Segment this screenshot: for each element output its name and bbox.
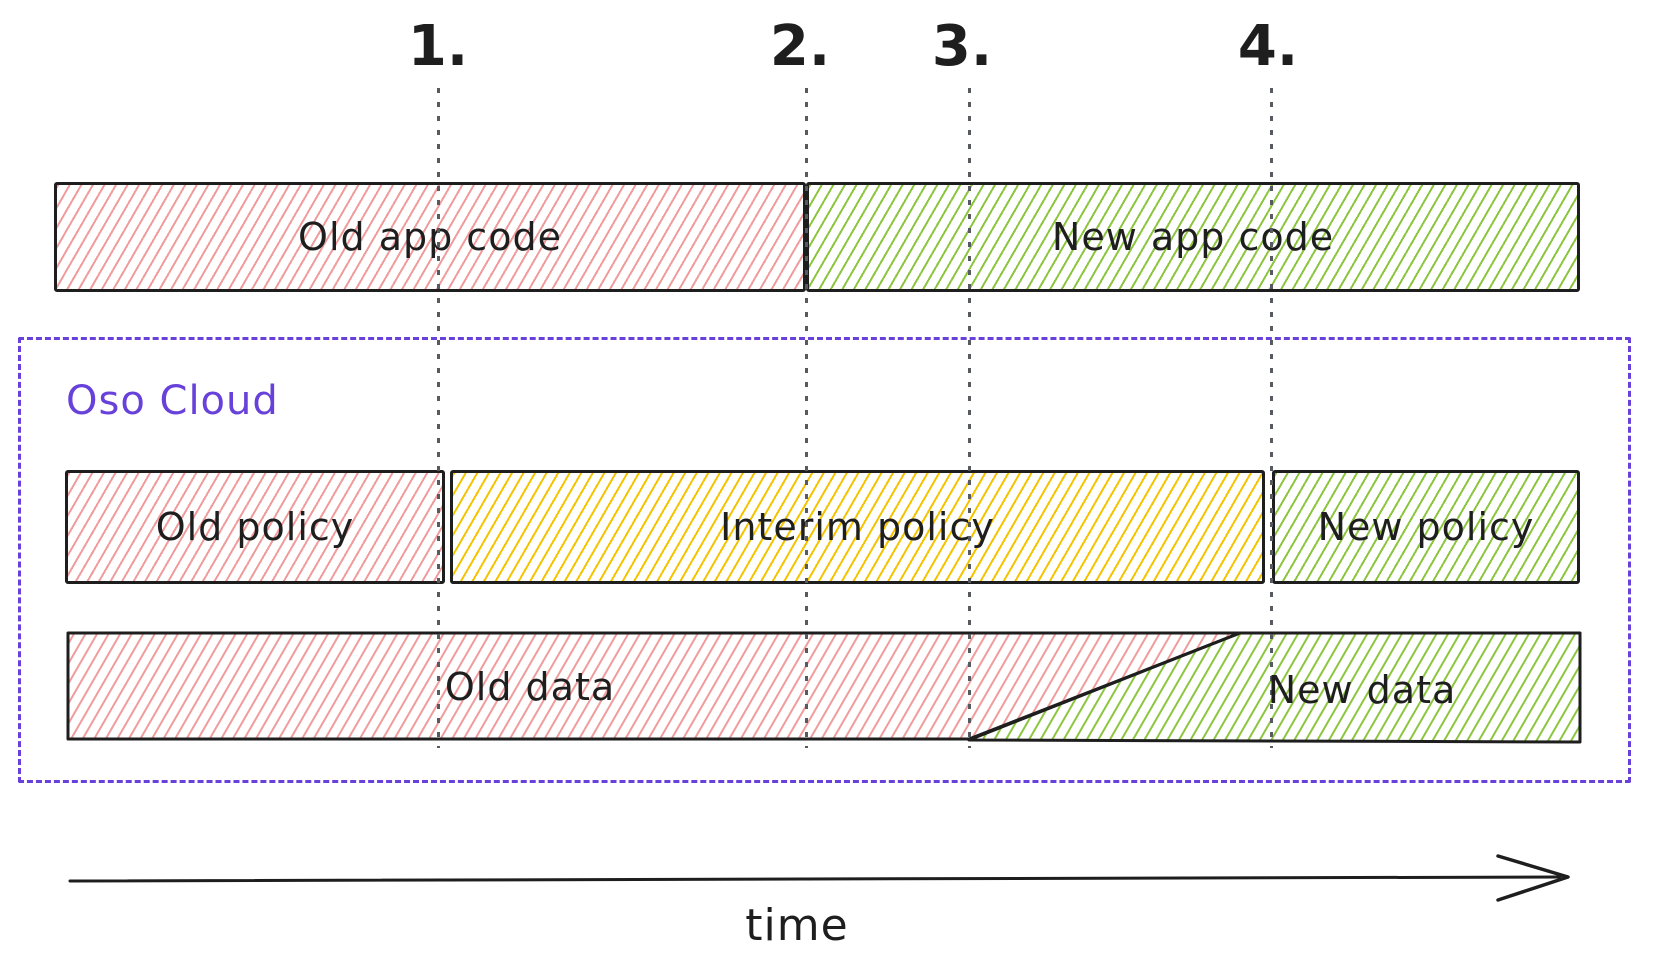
new-policy-label: New policy [1317,505,1535,549]
new-app-code-bar: New app code [806,182,1580,292]
milestone-label-1: 1. [407,14,469,79]
time-axis-label: time [745,900,849,951]
milestone-label-3: 3. [931,14,993,79]
interim-policy-bar: Interim policy [450,470,1265,584]
old-policy-bar: Old policy [65,470,445,584]
new-policy-bar: New policy [1272,470,1580,584]
milestone-label-4: 4. [1237,14,1299,79]
old-app-code-label: Old app code [298,215,562,259]
old-data-label: Old data [444,665,616,709]
milestone-line-4 [1270,88,1273,748]
milestone-line-2 [805,88,808,748]
milestone-label-2: 2. [769,14,831,79]
milestone-line-3 [968,88,971,748]
milestone-line-1 [437,88,440,748]
oso-cloud-box [18,337,1631,783]
interim-policy-label: Interim policy [720,505,995,549]
old-app-code-bar: Old app code [54,182,806,292]
old-policy-label: Old policy [155,505,355,549]
oso-cloud-label: Oso Cloud [66,378,279,424]
new-app-code-label: New app code [1051,215,1335,259]
new-data-label: New data [1267,668,1457,712]
